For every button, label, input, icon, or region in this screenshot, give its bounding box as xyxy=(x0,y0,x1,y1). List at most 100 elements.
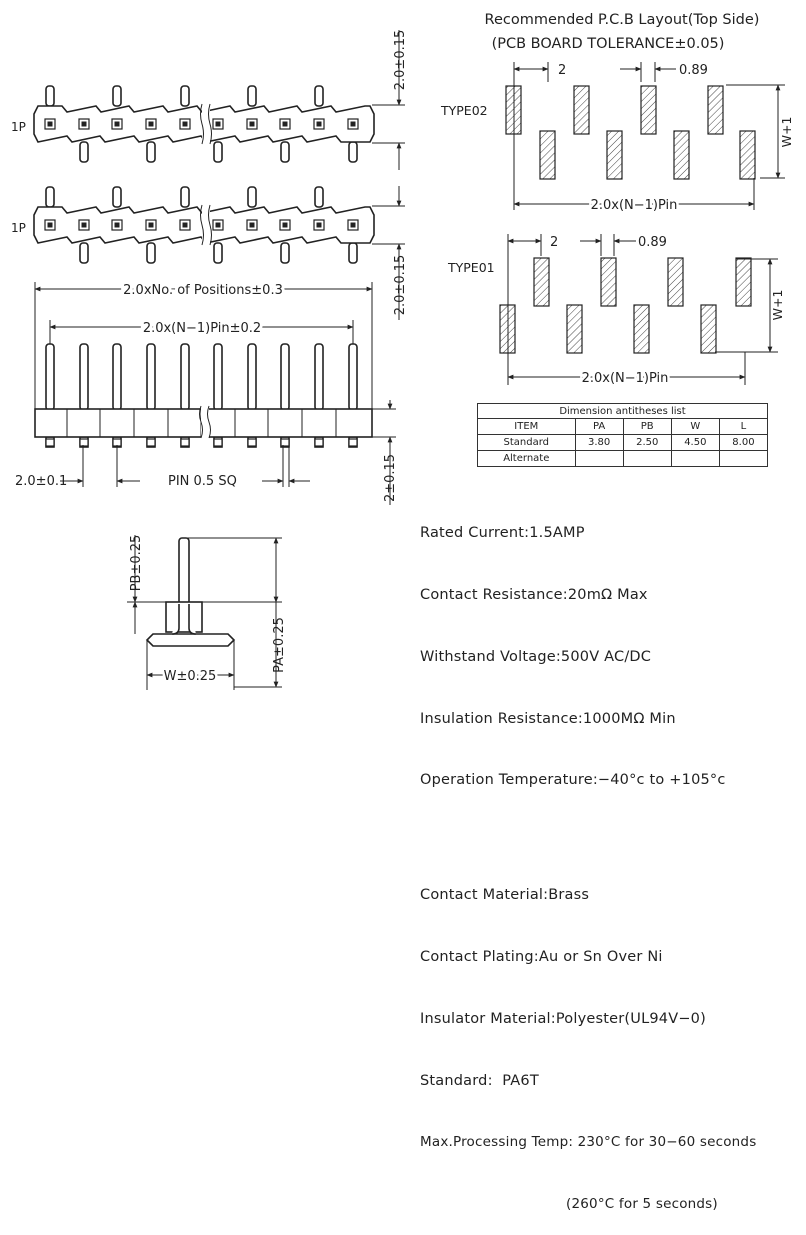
type01-label: TYPE01 xyxy=(447,260,495,275)
break-line xyxy=(208,103,212,145)
pin-size-dim: PIN 0.5 SQ xyxy=(168,474,237,489)
bottom-view-1p-label: 1P xyxy=(11,221,26,235)
top-view-1p-label: 1P xyxy=(11,120,26,134)
break-line xyxy=(199,405,203,439)
table-header: ITEM xyxy=(477,418,576,435)
type02-label: TYPE02 xyxy=(440,103,488,118)
pin-square-center xyxy=(47,121,53,127)
spec-contact-material: Contact Material:Brass xyxy=(420,887,590,904)
pin-square xyxy=(348,438,358,447)
specifications: Rated Current:1.5AMP Contact Resistance:… xyxy=(420,482,756,1235)
break-line xyxy=(200,204,204,246)
pin-square xyxy=(213,438,223,447)
pin-span-dim: 2.0x(N−1)Pin±0.2 xyxy=(143,321,261,336)
pcb-pad xyxy=(573,85,590,135)
pin xyxy=(180,343,190,411)
pin xyxy=(146,141,156,163)
pcb-pad xyxy=(707,85,724,135)
pin xyxy=(112,343,122,411)
pin xyxy=(314,343,324,411)
pcb-pad xyxy=(739,130,756,180)
w-dim: W±0.25 xyxy=(164,669,217,684)
dimension-table: Dimension antitheses list ITEM PA PB W L… xyxy=(477,403,769,467)
pin-square-center xyxy=(114,121,120,127)
pcb-pad xyxy=(667,257,684,307)
pin xyxy=(280,343,290,411)
pin xyxy=(213,141,223,163)
pin xyxy=(79,141,89,163)
pin xyxy=(314,85,324,107)
pin xyxy=(348,343,358,411)
pin xyxy=(280,141,290,163)
pin xyxy=(180,186,190,208)
pin-square-center xyxy=(215,222,221,228)
pcb-pad xyxy=(600,257,617,307)
type02-pad-width: 0.89 xyxy=(679,63,708,78)
break-gap xyxy=(202,203,210,247)
pcb-pad xyxy=(539,130,556,180)
technical-drawing: Recommended P.C.B Layout(Top Side) (PCB … xyxy=(11,12,794,690)
pin-square-center xyxy=(249,121,255,127)
table-header: PA xyxy=(574,418,624,435)
pin-square-center xyxy=(282,121,288,127)
spec-max-processing-temp: Max.Processing Temp: 230°C for 30−60 sec… xyxy=(420,1134,757,1151)
pin-square-center xyxy=(350,121,356,127)
pin xyxy=(112,85,122,107)
pin xyxy=(247,85,257,107)
type02-row-offset: W+1 xyxy=(779,117,794,148)
pcb-pad xyxy=(673,130,690,180)
pin-square-center xyxy=(148,121,154,127)
pin-square-center xyxy=(47,222,53,228)
table-header: PB xyxy=(622,418,672,435)
pin-square-center xyxy=(182,121,188,127)
top-view-type02: 1P xyxy=(11,85,375,163)
pin-square-center xyxy=(182,222,188,228)
table-row: Standard 3.80 2.50 4.50 8.00 xyxy=(477,434,769,451)
front-view: 2.0xNo. of Positions±0.3 2.0x(N−1)Pin±0.… xyxy=(15,280,398,505)
pin-square xyxy=(180,438,190,447)
pin xyxy=(45,343,55,411)
pin xyxy=(280,242,290,264)
table-cell xyxy=(718,450,769,467)
pin-square xyxy=(45,438,55,447)
pin-square-center xyxy=(350,222,356,228)
table-cell: 4.50 xyxy=(670,434,720,451)
pin-square-center xyxy=(249,222,255,228)
break-gap xyxy=(201,405,209,441)
table-caption: Dimension antitheses list xyxy=(477,403,768,419)
pin-square-center xyxy=(81,121,87,127)
table-header: W xyxy=(670,418,720,435)
pin xyxy=(213,242,223,264)
side-view: PA±0.25 PB±0.25 W±0.25 xyxy=(127,535,287,690)
pin xyxy=(180,85,190,107)
overall-length-dim: 2.0xNo. of Positions±0.3 xyxy=(123,283,283,298)
table-cell: 3.80 xyxy=(574,434,624,451)
spec-contact-resistance: Contact Resistance:20mΩ Max xyxy=(420,586,648,603)
table-cell: Alternate xyxy=(477,450,576,467)
table-cell xyxy=(670,450,720,467)
table-cell xyxy=(622,450,672,467)
table-cell: Standard xyxy=(477,434,576,451)
spec-standard: Standard: PA6T xyxy=(420,1072,539,1089)
break-line xyxy=(200,103,204,145)
pin xyxy=(247,343,257,411)
pin xyxy=(348,141,358,163)
pin xyxy=(45,186,55,208)
pin-square xyxy=(247,438,257,447)
side-height-dim: 2.0±0.15 xyxy=(393,255,408,316)
pa-dim: PA±0.25 xyxy=(272,617,287,673)
pin xyxy=(314,186,324,208)
pin-square-center xyxy=(148,222,154,228)
pin xyxy=(45,85,55,107)
pin-square-center xyxy=(215,121,221,127)
top-view-type01: 1P xyxy=(11,186,375,264)
pcb-pad xyxy=(735,257,752,307)
spec-contact-plating: Contact Plating:Au or Sn Over Ni xyxy=(420,949,663,966)
break-gap xyxy=(202,102,210,146)
table-header: L xyxy=(718,418,769,435)
pin-height-dim: 2±0.15 xyxy=(383,454,398,502)
table-row: Alternate xyxy=(477,450,769,467)
type01-pitch: 2 xyxy=(550,235,558,250)
pcb-pad xyxy=(566,304,583,354)
type01-row-offset: W+1 xyxy=(770,290,785,321)
